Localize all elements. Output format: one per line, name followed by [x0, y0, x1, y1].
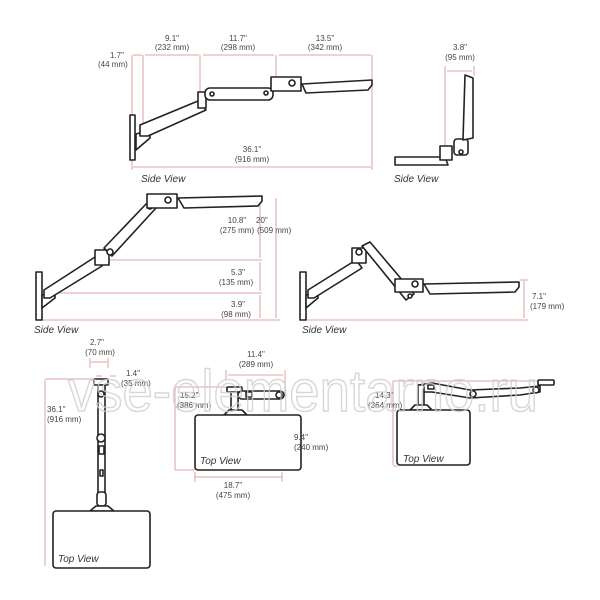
arm-drawing: [35, 193, 263, 321]
dim-label-inches: 3.9": [231, 300, 245, 309]
view-caption: Side View: [34, 325, 79, 336]
dim-label-mm: (916 mm): [235, 155, 270, 164]
dim-label-mm: (179 mm): [530, 302, 565, 311]
dim-label-mm: (289 mm): [239, 360, 274, 369]
dim-label-mm: (386 mm): [177, 401, 212, 410]
top-view-extended: 2.7" (70 mm) 1.4" (35 mm) 36.1" (916 mm)…: [44, 338, 151, 569]
dim-label-inches: 11.4": [247, 350, 265, 359]
dim-label-inches: 13.5": [316, 34, 335, 43]
dim-label-mm: (232 mm): [155, 43, 190, 52]
dimension-lines: [392, 380, 545, 467]
dim-label-mm: (509 mm): [257, 226, 292, 235]
dim-label-mm: (240 mm): [294, 443, 329, 452]
dim-label-mm: (475 mm): [216, 491, 251, 500]
dimension-lines: [444, 66, 475, 150]
view-caption: Side View: [141, 174, 186, 185]
arm-drawing: [194, 386, 302, 471]
dim-label-mm: (95 mm): [445, 53, 475, 62]
dim-label-inches: 9.1": [165, 34, 179, 43]
watermark: vse-elementarno.ru: [68, 359, 538, 424]
dimension-lines: [131, 54, 373, 170]
dimension-lines: [42, 198, 280, 321]
dim-label-mm: (275 mm): [220, 226, 255, 235]
view-caption: Side View: [394, 174, 439, 185]
dim-label-inches: 18.7": [224, 481, 243, 490]
view-caption: Top View: [58, 554, 99, 565]
arm-drawing: [299, 241, 520, 321]
view-caption: Side View: [302, 325, 347, 336]
side-view-folded: 3.8" (95 mm) Side View: [394, 43, 475, 185]
dim-label-mm: (44 mm): [98, 60, 128, 69]
top-view-swivel: 14.3" (364 mm) Top View: [368, 379, 555, 467]
dim-label-inches: 10.8": [228, 216, 247, 225]
top-view-folded: 11.4" (289 mm) 15.2" (386 mm) 9.4" (240 …: [174, 350, 329, 500]
dim-label-mm: (298 mm): [221, 43, 256, 52]
dim-label-inches: 1.7": [110, 51, 124, 60]
dim-label-inches: 36.1": [47, 405, 66, 414]
arm-drawing: [394, 74, 474, 166]
side-view-raised: 10.8" (275 mm) 20" (509 mm) 5.3" (135 mm…: [34, 193, 292, 336]
dim-label-inches: 3.8": [453, 43, 467, 52]
side-view-lowered: 7.1" (179 mm) Side View: [299, 241, 565, 336]
dim-label-mm: (70 mm): [85, 348, 115, 357]
dim-label-inches: 5.3": [231, 268, 245, 277]
dim-label-inches: 15.2": [180, 391, 199, 400]
dim-label-inches: 1.4": [126, 369, 140, 378]
arm-drawing: [52, 378, 151, 569]
dimension-lines: [305, 279, 528, 321]
dim-label-mm: (135 mm): [219, 278, 254, 287]
dim-label-inches: 36.1": [243, 145, 262, 154]
dim-label-inches: 11.7": [229, 34, 247, 43]
dim-label-mm: (35 mm): [121, 379, 151, 388]
dim-label-inches: 14.3": [375, 391, 394, 400]
view-caption: Top View: [403, 454, 444, 465]
side-view-extended: 1.7" (44 mm) 9.1" (232 mm) 11.7" (298 mm…: [98, 34, 373, 185]
dimension-lines: [44, 358, 116, 566]
view-caption: Top View: [200, 456, 241, 467]
arm-drawing: [129, 76, 373, 161]
dim-label-mm: (98 mm): [221, 310, 251, 319]
dim-label-inches: 9.4": [294, 433, 308, 442]
dim-label-mm: (342 mm): [308, 43, 343, 52]
arm-drawing: [396, 379, 555, 466]
dim-label-mm: (364 mm): [368, 401, 403, 410]
dim-label-inches: 2.7": [90, 338, 104, 347]
dim-label-inches: 7.1": [532, 292, 546, 301]
dim-label-mm: (916 mm): [47, 415, 82, 424]
dim-label-inches: 20": [256, 216, 268, 225]
